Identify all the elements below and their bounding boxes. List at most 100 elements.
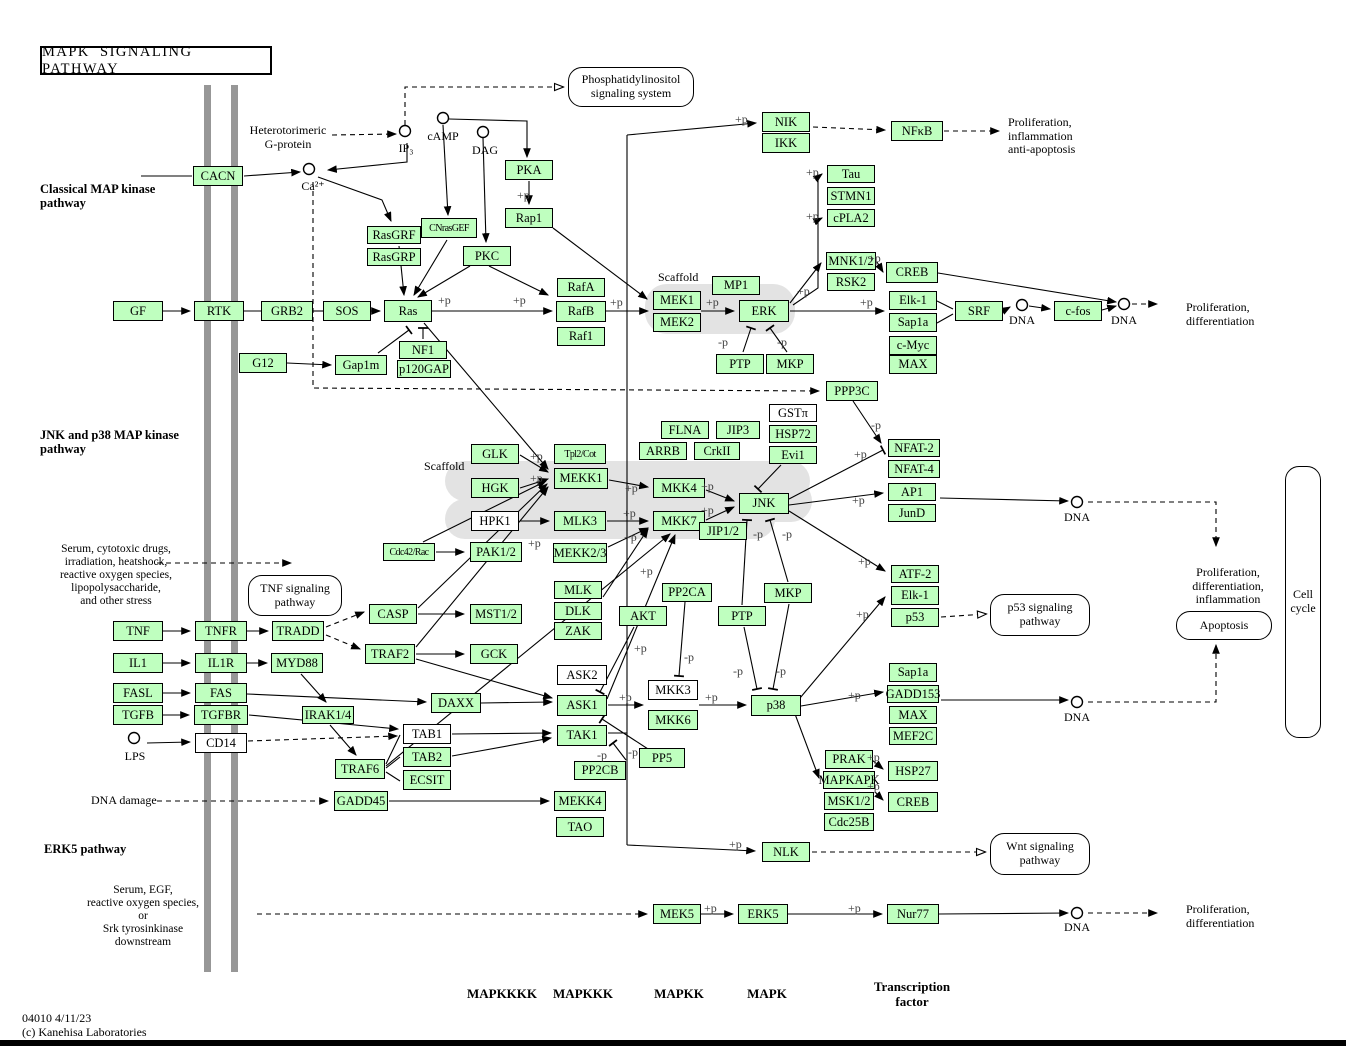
node-akt[interactable]: AKT: [619, 606, 667, 626]
node-gstp[interactable]: GSTπ: [769, 404, 817, 422]
node-crkii[interactable]: CrkII: [694, 442, 740, 460]
node-ecsit[interactable]: ECSIT: [403, 770, 451, 790]
node-tnf[interactable]: TNF: [113, 621, 163, 641]
node-zak[interactable]: ZAK: [554, 622, 602, 640]
node-ptp2[interactable]: PTP: [718, 606, 766, 626]
node-nlk[interactable]: NLK: [762, 842, 810, 862]
node-arrb[interactable]: ARRB: [639, 442, 687, 460]
node-tak1[interactable]: TAK1: [557, 725, 607, 746]
node-mkk7[interactable]: MKK7: [653, 511, 705, 531]
node-rtk[interactable]: RTK: [194, 301, 244, 321]
node-p38[interactable]: p38: [751, 695, 801, 716]
node-creb2[interactable]: CREB: [888, 792, 938, 812]
node-il1[interactable]: IL1: [113, 653, 163, 673]
node-erk[interactable]: ERK: [739, 300, 789, 322]
node-nf1[interactable]: NF1: [399, 341, 447, 359]
node-dlk[interactable]: DLK: [554, 602, 602, 620]
node-ask1[interactable]: ASK1: [557, 695, 607, 716]
node-irak14[interactable]: IRAK1/4: [302, 706, 354, 724]
node-stmn1[interactable]: STMN1: [827, 187, 875, 205]
node-sap1a2[interactable]: Sap1a: [889, 663, 937, 682]
node-rasgrp[interactable]: RasGRP: [367, 248, 421, 266]
node-jip12[interactable]: JIP1/2: [699, 522, 747, 540]
node-pka[interactable]: PKA: [505, 160, 553, 180]
node-mekk1[interactable]: MEKK1: [554, 468, 608, 489]
node-max1[interactable]: MAX: [889, 355, 937, 374]
node-ap1[interactable]: AP1: [888, 483, 936, 501]
node-cdc25b[interactable]: Cdc25B: [824, 813, 874, 831]
node-prak[interactable]: PRAK: [825, 750, 873, 769]
node-tab1[interactable]: TAB1: [403, 724, 451, 744]
node-rsk2[interactable]: RSK2: [827, 273, 875, 291]
node-hpk1[interactable]: HPK1: [471, 511, 519, 531]
node-tgfbr[interactable]: TGFBR: [194, 705, 248, 725]
node-tab2[interactable]: TAB2: [403, 747, 451, 767]
node-cnrasgef[interactable]: CNrasGEF: [421, 218, 477, 238]
node-mlk3[interactable]: MLK3: [554, 511, 606, 531]
node-mek1[interactable]: MEK1: [653, 291, 701, 310]
node-jip3[interactable]: JIP3: [716, 421, 760, 439]
pathway-box-wnt-signaling[interactable]: Wnt signaling pathway: [990, 833, 1090, 875]
node-raf1[interactable]: Raf1: [557, 327, 605, 346]
node-gadd45[interactable]: GADD45: [334, 791, 388, 811]
node-ppp3c[interactable]: PPP3C: [826, 381, 878, 401]
pathway-box-pi-signaling[interactable]: Phosphatidylinositol signaling system: [568, 67, 694, 107]
pathway-box-tnf-signaling[interactable]: TNF signaling pathway: [248, 575, 342, 616]
node-pp5[interactable]: PP5: [639, 748, 685, 768]
node-mkp2[interactable]: MKP: [764, 583, 812, 603]
node-cd14[interactable]: CD14: [195, 733, 247, 753]
node-g12[interactable]: G12: [239, 353, 287, 373]
pathway-box-p53-signaling[interactable]: p53 signaling pathway: [990, 594, 1090, 636]
node-gadd153[interactable]: GADD153: [886, 685, 940, 703]
node-hsp72[interactable]: HSP72: [769, 425, 817, 443]
node-rafa[interactable]: RafA: [557, 278, 605, 297]
node-tpl2[interactable]: Tpl2/Cot: [554, 444, 606, 464]
node-daxx[interactable]: DAXX: [431, 693, 481, 713]
node-myd88[interactable]: MYD88: [271, 653, 323, 673]
node-msk12[interactable]: MSK1/2: [824, 792, 874, 810]
node-p120gap[interactable]: p120GAP: [397, 360, 451, 378]
node-hsp27[interactable]: HSP27: [888, 761, 938, 781]
node-cdc42[interactable]: Cdc42/Rac: [383, 543, 435, 561]
node-ikk[interactable]: IKK: [762, 133, 810, 153]
node-mkk3[interactable]: MKK3: [648, 680, 698, 700]
node-gck[interactable]: GCK: [470, 644, 518, 664]
node-tradd[interactable]: TRADD: [272, 621, 324, 641]
node-fas[interactable]: FAS: [195, 683, 247, 703]
node-jnk[interactable]: JNK: [739, 493, 789, 514]
node-cacn[interactable]: CACN: [193, 166, 243, 186]
node-erk5[interactable]: ERK5: [738, 904, 788, 924]
node-mek2[interactable]: MEK2: [653, 313, 701, 332]
node-atf2[interactable]: ATF-2: [891, 565, 939, 583]
node-pak12[interactable]: PAK1/2: [470, 542, 522, 562]
node-tao[interactable]: TAO: [556, 817, 604, 837]
node-fasl[interactable]: FASL: [113, 683, 163, 703]
pathway-box-cell-cycle[interactable]: Cell cycle: [1285, 466, 1321, 738]
node-nfat4[interactable]: NFAT-4: [888, 460, 940, 478]
node-hgk[interactable]: HGK: [471, 478, 519, 498]
pathway-box-apoptosis[interactable]: Apoptosis: [1176, 611, 1272, 640]
node-tgfb[interactable]: TGFB: [113, 705, 163, 725]
node-grb2[interactable]: GRB2: [261, 301, 313, 321]
node-max2[interactable]: MAX: [889, 706, 937, 724]
node-p53[interactable]: p53: [891, 608, 939, 627]
node-elk1b[interactable]: Elk-1: [891, 586, 939, 605]
node-sap1a1[interactable]: Sap1a: [889, 313, 937, 332]
node-mek5[interactable]: MEK5: [653, 904, 701, 924]
node-mkp1[interactable]: MKP: [766, 354, 814, 374]
node-mkk4[interactable]: MKK4: [653, 478, 705, 498]
node-cmyc[interactable]: c-Myc: [889, 336, 937, 355]
node-rasgrf[interactable]: RasGRF: [367, 226, 421, 244]
node-gf[interactable]: GF: [113, 301, 163, 321]
node-creb1[interactable]: CREB: [886, 262, 938, 283]
node-pp2cb[interactable]: PP2CB: [574, 761, 626, 780]
node-il1r[interactable]: IL1R: [195, 653, 247, 673]
node-cpla2[interactable]: cPLA2: [827, 209, 875, 227]
node-mapkapk[interactable]: MAPKAPK: [818, 771, 880, 789]
node-evi1[interactable]: Evi1: [769, 446, 817, 464]
node-elk1a[interactable]: Elk-1: [889, 291, 937, 310]
node-pp2ca[interactable]: PP2CA: [662, 583, 712, 602]
node-casp[interactable]: CASP: [369, 604, 417, 624]
node-mnk12[interactable]: MNK1/2: [826, 252, 876, 270]
node-rap1[interactable]: Rap1: [505, 208, 553, 228]
